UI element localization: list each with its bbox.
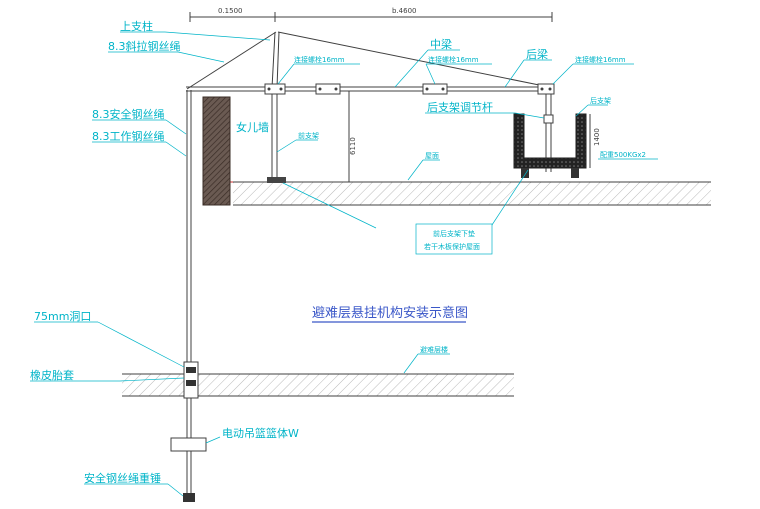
annotations: 上支柱 8.3斜拉钢丝绳 中梁 后梁 连接螺栓16mm 连接螺栓16mm 连接螺… bbox=[30, 19, 658, 497]
gondola-body bbox=[170, 437, 207, 452]
label-hammer: 安全钢丝绳重锤 bbox=[84, 471, 161, 485]
label-bolt-c: 连接螺栓16mm bbox=[575, 55, 626, 64]
dim-counterweight: 1400 bbox=[593, 128, 601, 146]
safety-hammer bbox=[183, 493, 195, 502]
dim-top-right: b.4600 bbox=[392, 7, 416, 15]
refuge-floor-slab bbox=[122, 373, 514, 397]
note-line-2: 若干木板保护屋面 bbox=[424, 242, 480, 251]
roof-slab bbox=[229, 181, 711, 206]
label-counterweight: 配重500KGx2 bbox=[600, 151, 646, 159]
label-safety-rope: 8.3安全钢丝绳 bbox=[92, 107, 165, 121]
label-upper-post: 上支柱 bbox=[120, 19, 153, 33]
label-diag-rope: 8.3斜拉钢丝绳 bbox=[108, 39, 181, 53]
label-rear-support: 后支架 bbox=[590, 96, 611, 105]
label-work-rope: 8.3工作钢丝绳 bbox=[92, 129, 165, 143]
label-hole: 75mm洞口 bbox=[34, 310, 91, 323]
label-bolt-a: 连接螺栓16mm bbox=[294, 55, 345, 64]
label-front-support: 前支架 bbox=[298, 131, 319, 140]
label-bolt-b: 连接螺栓16mm bbox=[428, 55, 479, 64]
note-line-1: 前后支架下垫 bbox=[433, 229, 475, 238]
top-dimension: 0.1500 b.4600 bbox=[189, 7, 553, 22]
wire-ropes bbox=[170, 90, 207, 502]
label-middle-beam: 中梁 bbox=[430, 37, 452, 51]
dim-top-left: 0.1500 bbox=[218, 7, 243, 15]
height-dimension: 6110 1400 bbox=[345, 90, 601, 183]
note-box bbox=[415, 223, 493, 255]
label-refuge-floor: 避难层楼 bbox=[420, 345, 448, 354]
label-gondola: 电动吊篮篮体W bbox=[222, 426, 299, 440]
counterweight bbox=[513, 113, 587, 178]
diagram-title: 避难层悬挂机构安装示意图 bbox=[312, 305, 468, 321]
label-rear-adjust: 后支架调节杆 bbox=[427, 100, 493, 114]
suspension-frame bbox=[186, 31, 555, 183]
dim-height: 6110 bbox=[349, 137, 357, 155]
label-rubber-sleeve: 橡皮胎套 bbox=[30, 368, 74, 382]
label-parapet: 女儿墙 bbox=[236, 120, 269, 134]
label-rear-beam: 后梁 bbox=[526, 47, 548, 61]
parapet-wall bbox=[202, 96, 231, 206]
label-floor: 屋面 bbox=[425, 152, 439, 160]
